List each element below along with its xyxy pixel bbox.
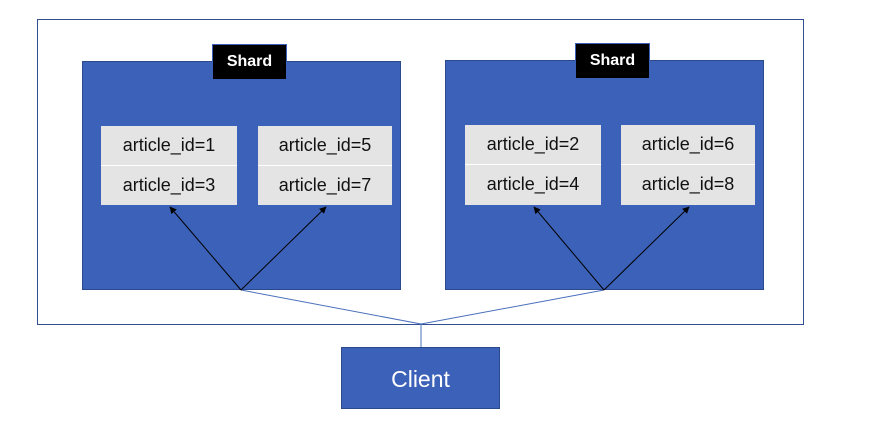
client-box: Client <box>341 347 500 409</box>
shard-2-cell-4: article_id=4 <box>465 165 601 205</box>
arrow-shard2-left <box>533 206 605 291</box>
shard-2-cell-6: article_id=6 <box>621 125 755 165</box>
shard-1-cell-1: article_id=1 <box>101 126 237 166</box>
shard-2-label: Shard <box>575 43 650 79</box>
shard-1-label: Shard <box>212 44 287 80</box>
shard-2-cell-2: article_id=2 <box>465 125 601 165</box>
arrow-shard1-left <box>169 206 242 291</box>
shard-2-cell-8: article_id=8 <box>621 165 755 205</box>
shard-1-cell-3: article_id=3 <box>101 166 237 205</box>
arrow-shard2-right <box>603 206 690 291</box>
client-line-3 <box>420 289 605 325</box>
shard-1-cell-5: article_id=5 <box>258 126 392 166</box>
client-line-2 <box>240 289 422 325</box>
arrow-shard1-right <box>240 206 327 291</box>
shard-1-cell-7: article_id=7 <box>258 166 392 205</box>
